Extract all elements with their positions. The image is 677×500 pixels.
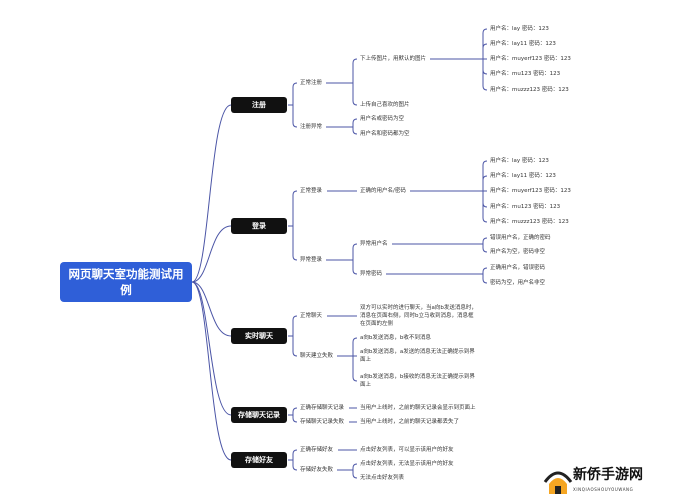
leaf-node: 用户名：lay11 密码：123 [490,41,556,47]
leaf-node: 异常密码 [360,271,383,277]
leaf-node: a向b发送消息，b收不到消息 [360,335,431,341]
branch-connector [292,460,298,471]
root-connector [191,281,232,416]
leaf-node: 用户名：muzzz123 密码：123 [490,87,569,93]
leaf-node: 用户名：mu123 密码：123 [490,71,561,77]
branch-connector [482,274,488,284]
leaf-node: 用户名：lay 密码：123 [490,26,549,32]
subtopic-node: 正确存储聊天记录 [300,405,345,411]
leaf-node: 用户名为空，密码非空 [490,249,546,255]
subtopic-node: 异常登录 [300,257,323,263]
leaf-node: 用户名：muzzz123 密码：123 [490,219,569,225]
root-connector [191,104,232,283]
branch-connector [292,82,298,105]
branch-connector [292,315,298,336]
leaf-node: 错误用户名，正确的密码 [490,235,551,241]
branch-connector [292,415,298,423]
root-node: 网页聊天室功能测试用例 [60,262,192,302]
branch-connector [482,175,488,191]
subtopic-node: 正常登录 [300,188,323,194]
branch-connector [482,244,488,253]
topic-node: 注册 [231,97,287,113]
leaf-node: 正确的用户名/密码 [360,188,406,194]
leaf-node: 点击好友列表，可以显示该用户的好友 [360,447,454,453]
leaf-node: 用户名：lay 密码：123 [490,158,549,164]
subtopic-node: 注册异常 [300,124,323,130]
leaf-node: 密码为空，用户名非空 [490,280,546,286]
branch-connector [352,83,358,106]
root-connector [191,281,232,461]
topic-node: 存储好友 [231,452,287,468]
branch-connector [352,118,358,127]
topic-node: 实时聊天 [231,328,287,344]
leaf-node: 当用户上线时，之前的聊天记录会显示到页面上 [360,405,476,411]
topic-node: 存储聊天记录 [231,407,287,423]
topic-node: 登录 [231,218,287,234]
watermark-title: 新侨手游网 [573,467,643,483]
subtopic-node: 存储好友失败 [300,467,334,473]
leaf-node: 用户名或密码为空 [360,116,405,122]
subtopic-node: 正确存储好友 [300,447,334,453]
branch-connector [292,336,298,357]
leaf-node: 当用户上线时，之前的聊天记录都丢失了 [360,419,460,425]
branch-connector [352,470,358,479]
leaf-node: 正确用户名，错误密码 [490,265,546,271]
branch-connector [352,243,358,260]
leaf-node: 异常用户名 [360,241,388,247]
root-connector [191,281,232,337]
branch-connector [292,226,298,261]
branch-connector [292,190,298,226]
branch-connector [482,191,488,223]
branch-connector [482,28,488,59]
branch-connector [482,59,488,75]
branch-connector [292,449,298,460]
leaf-node: a向b发送消息，b接收的消息无法正确提示到界面上 [360,374,475,388]
watermark-logo: 新侨手游网 XINQIAOSHOUYOUWANG [543,462,677,500]
branch-connector [482,237,488,244]
branch-connector [292,407,298,415]
branch-connector [352,356,358,382]
leaf-node: 用户名和密码都为空 [360,131,410,137]
branch-connector [482,191,488,208]
branch-connector [482,43,488,59]
subtopic-node: 存储聊天记录失败 [300,419,345,425]
branch-connector [352,463,358,470]
leaf-node: 用户名：mu123 密码：123 [490,204,561,210]
branch-connector [292,105,298,128]
branch-connector [482,160,488,191]
subtopic-node: 聊天建立失败 [300,353,334,359]
leaf-node: 用户名：muyerf123 密码：123 [490,188,571,194]
leaf-node: 下上传图片，用默认的图片 [360,56,427,62]
leaf-node: 用户名：muyerf123 密码：123 [490,56,571,62]
leaf-node: 用户名：lay11 密码：123 [490,173,556,179]
leaf-node: a向b发送消息，a发送的消息无法正确提示到界面上 [360,349,475,363]
house-logo-icon [543,471,573,494]
leaf-node: 上传自己喜欢的图片 [360,102,410,108]
leaf-node: 双方可以实时的进行聊天，当a向b发送消息时，消息在页面右侧，同时b立马收到消息，… [360,305,477,327]
leaf-node: 点击好友列表，无法显示该用户的好友 [360,461,454,467]
branch-connector [482,59,488,91]
subtopic-node: 正常注册 [300,80,323,86]
subtopic-node: 正常聊天 [300,313,323,319]
root-connector [191,225,232,283]
branch-connector [482,267,488,274]
branch-connector [352,260,358,275]
branch-connector [352,127,358,135]
leaf-node: 无法点击好友列表 [360,475,405,481]
branch-connector [352,337,358,356]
branch-connector [352,58,358,83]
watermark-subtitle: XINQIAOSHOUYOUWANG [573,487,634,492]
